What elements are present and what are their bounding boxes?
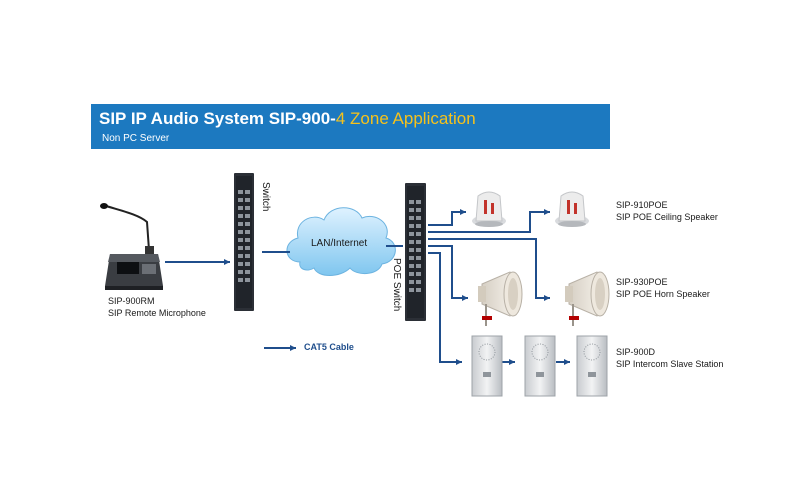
ceiling-speaker-label: SIP-910POE SIP POE Ceiling Speaker bbox=[616, 199, 718, 223]
title-banner: SIP IP Audio System SIP-900-4 Zone Appli… bbox=[91, 104, 610, 149]
poe-switch-label: POE Switch bbox=[391, 258, 402, 312]
ceiling-speaker-1 bbox=[472, 191, 506, 227]
intercom-panel-1 bbox=[471, 335, 503, 397]
cat5-cables bbox=[165, 209, 570, 365]
title-accent: 4 Zone Application bbox=[335, 109, 476, 128]
ceiling-speaker-desc: SIP POE Ceiling Speaker bbox=[616, 212, 718, 222]
cloud-label: LAN/Internet bbox=[311, 238, 368, 249]
microphone-desc: SIP Remote Microphone bbox=[108, 308, 206, 318]
cable-poe-to-horn-1 bbox=[428, 245, 468, 301]
horn-speaker-desc: SIP POE Horn Speaker bbox=[616, 289, 710, 299]
lan-internet-cloud bbox=[286, 207, 396, 276]
intercom-desc: SIP Intercom Slave Station bbox=[616, 359, 724, 369]
legend-label: CAT5 Cable bbox=[304, 342, 354, 352]
cable-poe-to-horn-2 bbox=[428, 238, 550, 301]
horn-speaker-1 bbox=[478, 271, 523, 326]
diagram-title: SIP IP Audio System SIP-900-4 Zone Appli… bbox=[99, 109, 476, 128]
cable-poe-to-intercom bbox=[428, 252, 462, 365]
switch-device bbox=[234, 173, 254, 311]
horn-speaker-model: SIP-930POE bbox=[616, 277, 668, 287]
horn-speaker-label: SIP-930POE SIP POE Horn Speaker bbox=[616, 276, 710, 300]
ceiling-speaker-2 bbox=[555, 191, 589, 227]
poe-switch-device bbox=[405, 183, 426, 321]
diagram-subtitle: Non PC Server bbox=[102, 133, 170, 144]
ceiling-speaker-model: SIP-910POE bbox=[616, 200, 668, 210]
intercom-panel-2 bbox=[524, 335, 556, 397]
cable-poe-to-ceiling-1 bbox=[428, 209, 466, 226]
switch-label: Switch bbox=[260, 182, 271, 212]
horn-speaker-2 bbox=[565, 271, 610, 326]
microphone-device bbox=[100, 203, 163, 290]
microphone-label: SIP-900RM SIP Remote Microphone bbox=[108, 295, 206, 319]
cable-poe-to-ceiling-2 bbox=[428, 209, 550, 233]
intercom-panel-3 bbox=[576, 335, 608, 397]
intercom-label: SIP-900D SIP Intercom Slave Station bbox=[616, 346, 723, 370]
microphone-model: SIP-900RM bbox=[108, 296, 155, 306]
intercom-model: SIP-900D bbox=[616, 347, 656, 357]
